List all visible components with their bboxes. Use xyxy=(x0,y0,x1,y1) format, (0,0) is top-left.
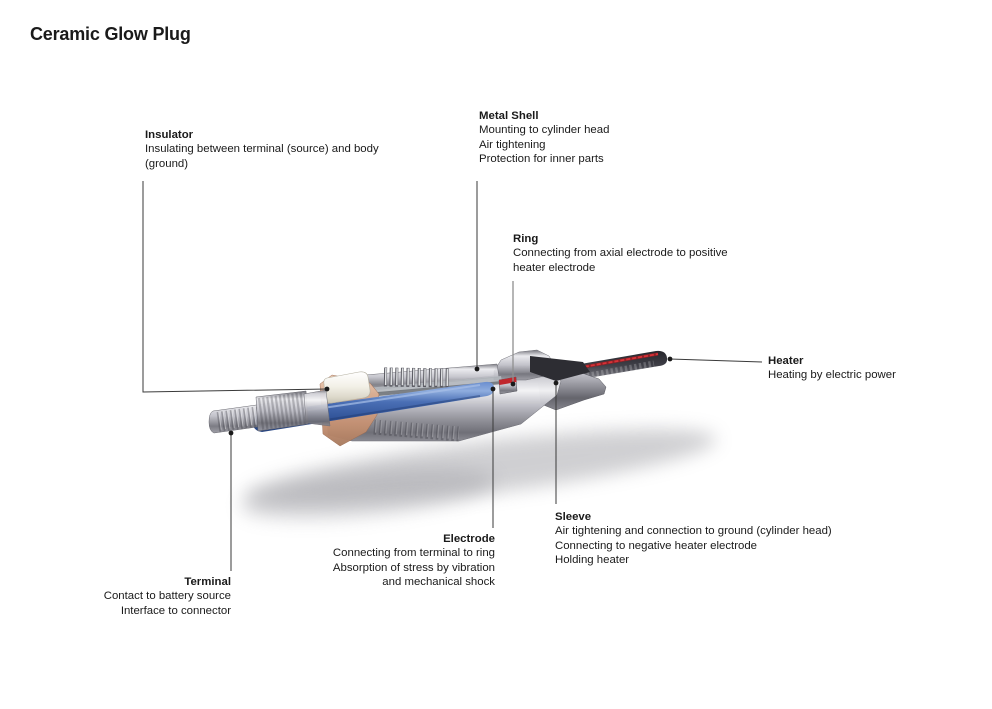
leader-insulator xyxy=(142,181,328,393)
callout-electrode-line: Absorption of stress by vibration xyxy=(332,561,495,574)
callout-terminal-line: Interface to connector xyxy=(120,604,231,617)
callout-heater-line: Heating by electric power xyxy=(768,369,896,382)
callout-insulator-line: Insulating between terminal (source) and… xyxy=(145,143,379,156)
plug-shadow xyxy=(240,429,717,520)
callout-insulator: Insulator Insulating between terminal (s… xyxy=(145,128,379,171)
callout-heater: Heater Heating by electric power xyxy=(768,354,896,383)
callout-ring: Ring Connecting from axial electrode to … xyxy=(513,232,728,275)
callout-sleeve-line: Air tightening and connection to ground … xyxy=(555,525,832,538)
callout-electrode-heading: Electrode xyxy=(443,533,495,545)
callout-metal-shell-line: Air tightening xyxy=(479,138,546,151)
callout-metal-shell-line: Protection for inner parts xyxy=(479,153,604,166)
callout-ring-line: heater electrode xyxy=(513,261,596,274)
insulator-body xyxy=(323,371,371,404)
callout-electrode: Electrode Connecting from terminal to ri… xyxy=(255,532,495,590)
anchor-dot-metal-shell xyxy=(474,366,480,372)
callout-ring-line: Connecting from axial electrode to posit… xyxy=(513,247,728,260)
page-title: Ceramic Glow Plug xyxy=(30,24,191,44)
leader-heater xyxy=(669,358,763,363)
callout-sleeve-heading: Sleeve xyxy=(555,511,592,523)
terminal-knurl-rings xyxy=(255,390,309,432)
ring-red-contact xyxy=(499,377,517,385)
anchor-dot-sleeve xyxy=(553,380,559,386)
anchor-dot-electrode xyxy=(490,386,496,392)
shell-interior-opening xyxy=(530,356,590,381)
callout-ring-heading: Ring xyxy=(513,233,539,245)
callout-metal-shell-line: Mounting to cylinder head xyxy=(479,124,610,137)
callout-sleeve-line: Connecting to negative heater electrode xyxy=(555,539,758,552)
callout-terminal-line: Contact to battery source xyxy=(103,590,231,603)
anchor-dot-heater xyxy=(667,356,673,362)
callout-metal-shell-heading: Metal Shell xyxy=(479,110,539,122)
callout-heater-heading: Heater xyxy=(768,355,804,367)
anchor-dot-terminal xyxy=(228,430,234,436)
callout-sleeve-line: Holding heater xyxy=(555,554,630,567)
callout-insulator-line: (ground) xyxy=(145,157,189,170)
anchor-dot-ring xyxy=(510,381,516,387)
callout-terminal-heading: Terminal xyxy=(184,576,231,588)
terminal-collar xyxy=(303,389,331,427)
callout-sleeve: Sleeve Air tightening and connection to … xyxy=(555,510,832,568)
anchor-dot-insulator xyxy=(324,386,330,392)
metal-shell-threads xyxy=(373,419,460,442)
callout-electrode-line: Connecting from terminal to ring xyxy=(332,547,495,560)
callout-terminal: Terminal Contact to battery source Inter… xyxy=(31,575,231,618)
callout-insulator-heading: Insulator xyxy=(145,129,194,141)
callout-electrode-line: and mechanical shock xyxy=(382,576,495,589)
callout-metal-shell: Metal Shell Mounting to cylinder head Ai… xyxy=(479,109,609,167)
shell-section-band xyxy=(366,376,502,394)
